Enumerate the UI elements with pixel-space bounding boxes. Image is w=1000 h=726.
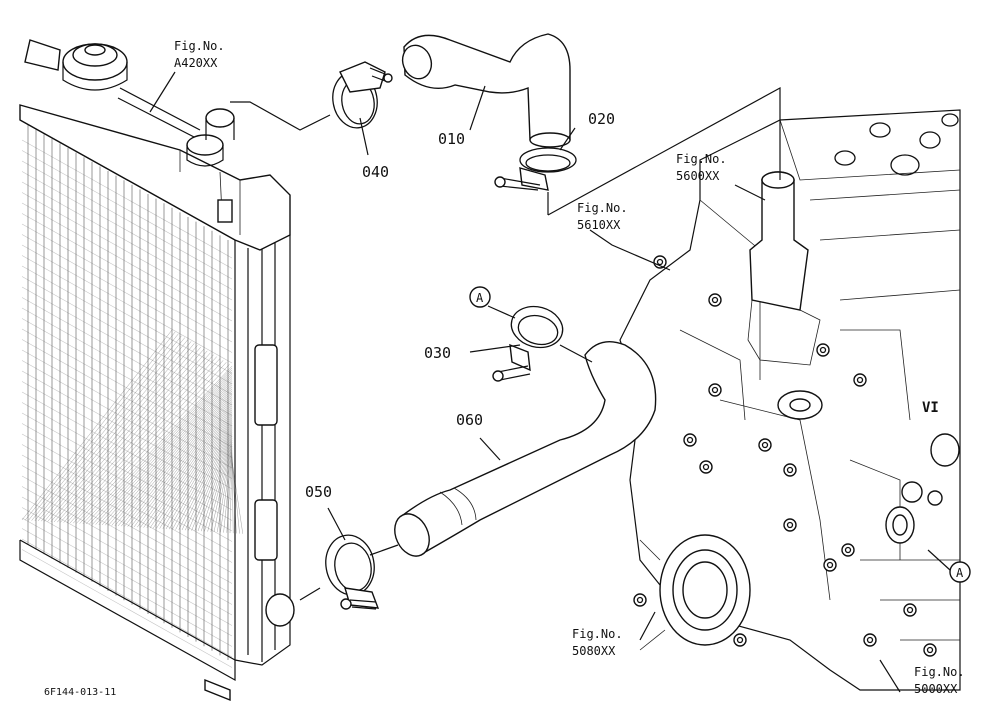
- figure-ref-number: 5610XX: [577, 218, 621, 232]
- figure-ref-number: A420XX: [174, 56, 218, 70]
- connection-marker-a-right[interactable]: A: [949, 561, 971, 583]
- figure-ref-5600xx[interactable]: Fig.No. 5600XX: [676, 152, 727, 183]
- part-010-upper-hose[interactable]: [398, 33, 571, 148]
- figure-ref-number: 5600XX: [676, 169, 720, 183]
- figure-ref-5080xx[interactable]: Fig.No. 5080XX: [572, 627, 623, 658]
- engine-cast-lettering: VI: [922, 400, 939, 416]
- figure-ref-prefix: Fig.No.: [914, 665, 965, 679]
- part-label-050[interactable]: 050: [305, 483, 332, 501]
- connection-marker-a-top[interactable]: A: [469, 286, 491, 308]
- figure-ref-number: 5000XX: [914, 682, 958, 696]
- figure-ref-5610xx[interactable]: Fig.No. 5610XX: [577, 201, 628, 232]
- part-labels: 010 020 030 040 050 060: [305, 110, 615, 501]
- radiator-core-shading: [21, 329, 244, 534]
- part-label-030[interactable]: 030: [424, 344, 451, 362]
- marker-letter: A: [476, 291, 484, 305]
- engine-block-illustration: VI: [619, 109, 961, 691]
- marker-letter: A: [956, 566, 964, 580]
- radiator-illustration: [19, 39, 295, 702]
- figure-ref-a420xx[interactable]: Fig.No. A420XX: [174, 39, 225, 70]
- figure-ref-prefix: Fig.No.: [676, 152, 727, 166]
- figure-ref-prefix: Fig.No.: [174, 39, 225, 53]
- part-label-010[interactable]: 010: [438, 130, 465, 148]
- figure-ref-prefix: Fig.No.: [572, 627, 623, 641]
- engine-bolt-holes: [633, 255, 937, 657]
- part-060-lower-hose[interactable]: [388, 341, 657, 562]
- figure-references: Fig.No. A420XX Fig.No. 5600XX Fig.No. 56…: [174, 39, 965, 696]
- part-030-hose-clamp[interactable]: [492, 301, 567, 382]
- figure-ref-number: 5080XX: [572, 644, 616, 658]
- part-020-hose-clamp[interactable]: [494, 147, 577, 191]
- connection-markers: A A: [469, 286, 971, 583]
- part-050-hose-clamp[interactable]: [321, 531, 380, 610]
- part-label-020[interactable]: 020: [588, 110, 615, 128]
- leader-lines: [149, 71, 951, 693]
- part-040-hose-clamp[interactable]: [328, 61, 393, 131]
- part-label-060[interactable]: 060: [456, 411, 483, 429]
- diagram-code: 6F144-013-11: [44, 687, 116, 698]
- part-label-040[interactable]: 040: [362, 163, 389, 181]
- radiator-core-fins: [21, 125, 233, 668]
- figure-ref-prefix: Fig.No.: [577, 201, 628, 215]
- figure-ref-5000xx[interactable]: Fig.No. 5000XX: [914, 665, 965, 696]
